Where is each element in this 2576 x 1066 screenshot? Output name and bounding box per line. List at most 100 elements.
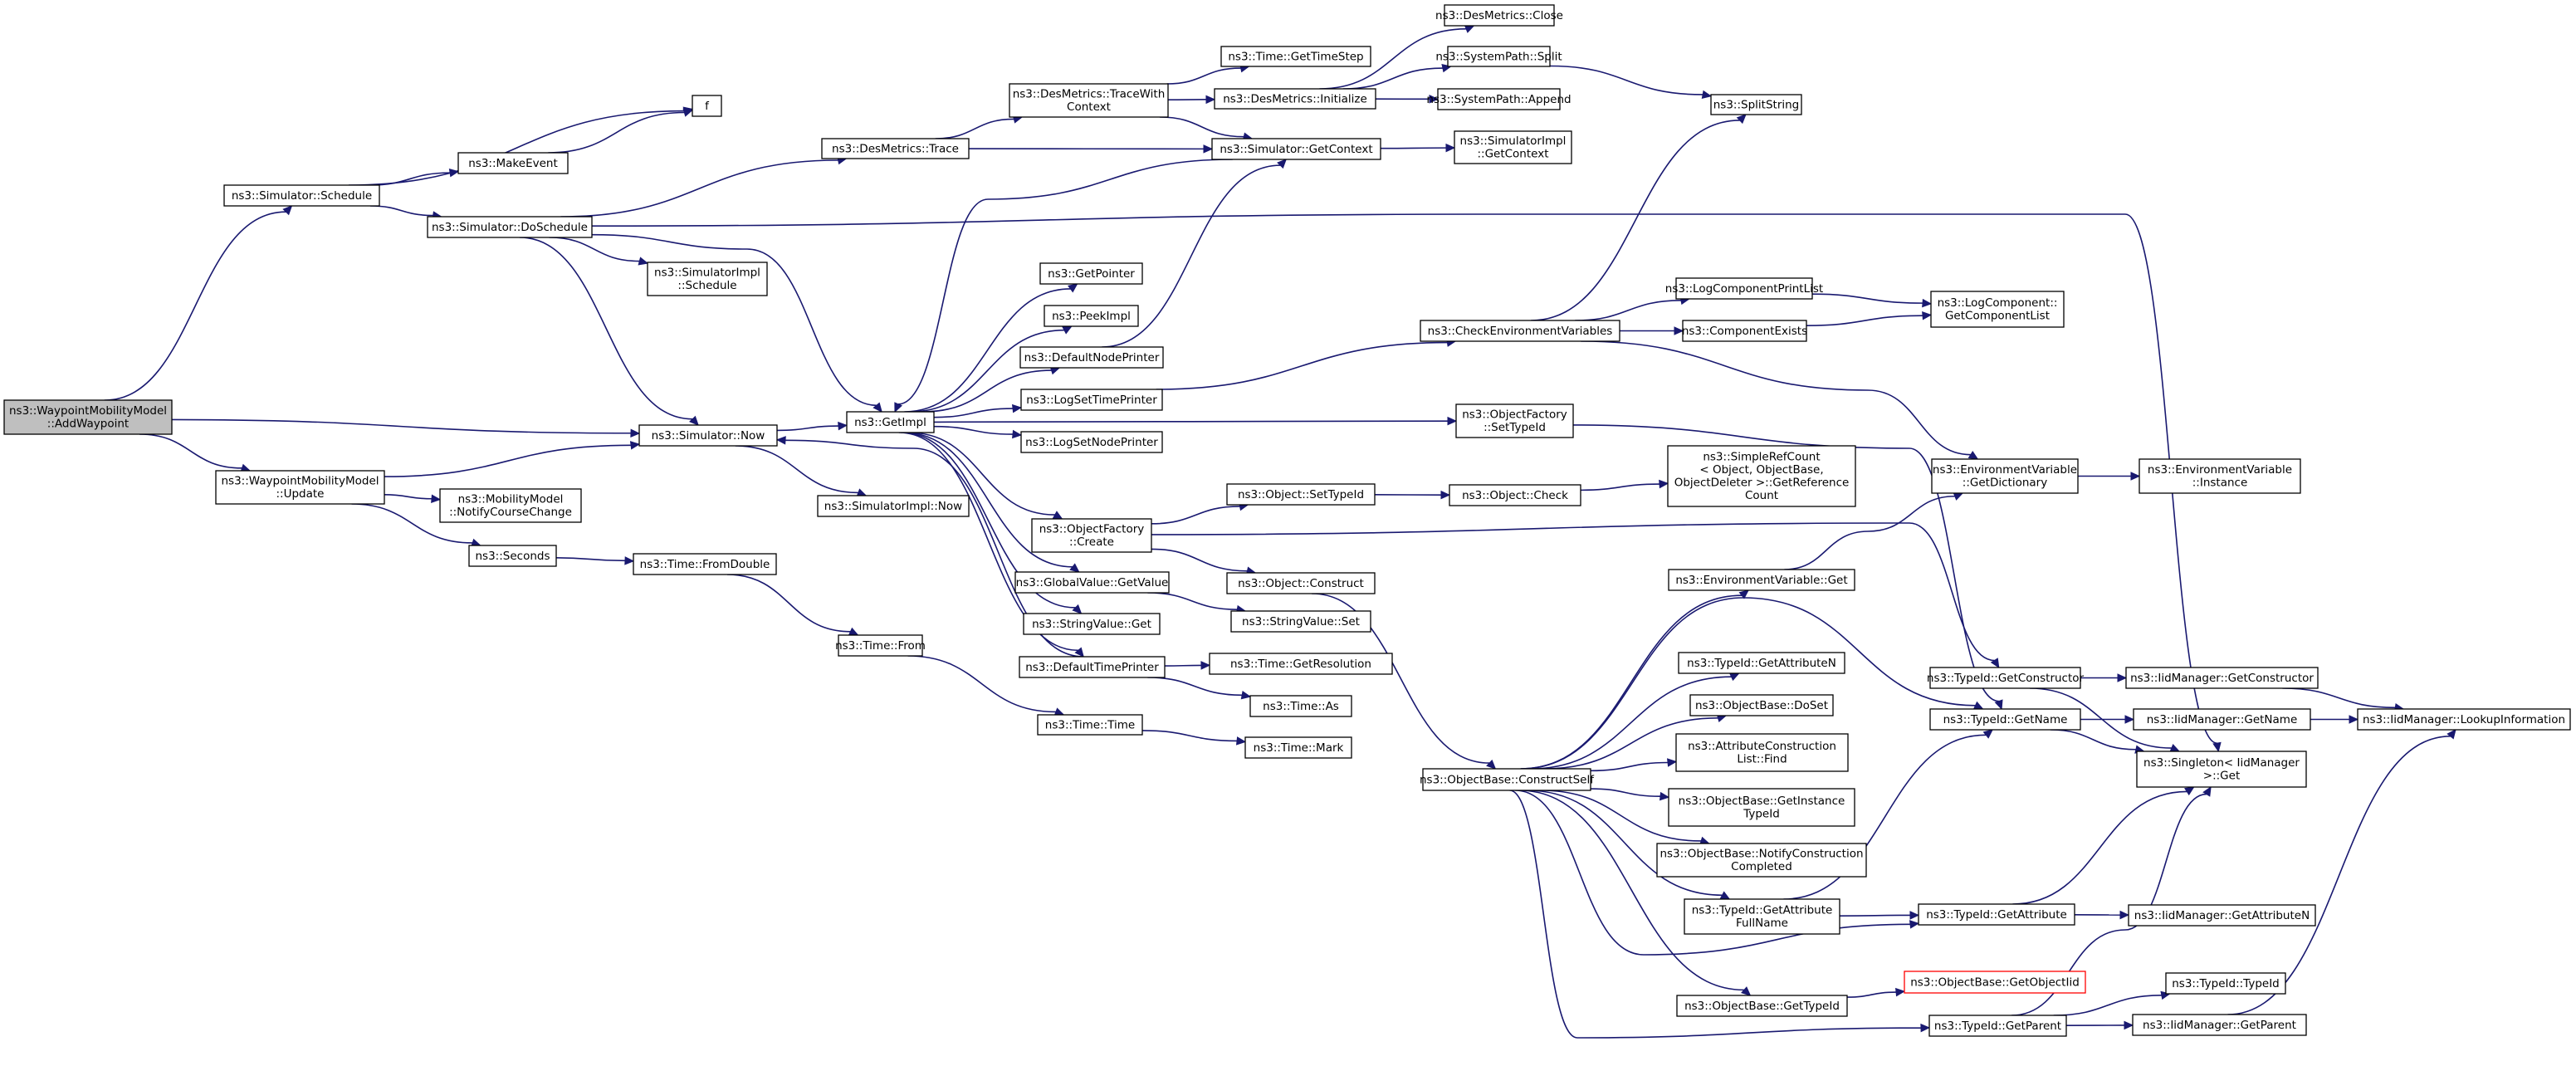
node-update[interactable]: ns3::WaypointMobilityModel::Update [215,470,385,505]
node-timetime[interactable]: ns3::Time::Time [1037,714,1143,736]
node-objconstruct[interactable]: ns3::Object::Construct [1226,572,1376,594]
edge-arrowhead [894,402,903,413]
node-compexists[interactable]: ns3::ComponentExists [1682,320,1807,342]
node-box [647,262,768,296]
node-makeevent[interactable]: ns3::MakeEvent [457,152,569,174]
node-gettimestep[interactable]: ns3::Time::GetTimeStep [1220,46,1371,67]
node-iidgetctor[interactable]: ns3::IidManager::GetConstructor [2125,667,2319,689]
edge-arrowhead [630,428,641,438]
node-iidgetattrn[interactable]: ns3::IidManager::GetAttributeN [2128,904,2316,927]
node-label: ns3::ObjectBase::GetTypeId [1684,1000,1840,1013]
node-fromdouble[interactable]: ns3::Time::FromDouble [633,553,777,575]
node-label: ns3::Time::Time [1045,718,1135,731]
node-defaultnodeprinter[interactable]: ns3::DefaultNodePrinter [1019,346,1164,369]
node-simimplschedule[interactable]: ns3::SimulatorImpl::Schedule [647,262,768,296]
node-label: ns3::GetPointer [1048,267,1135,281]
node-timeas[interactable]: ns3::Time::As [1249,695,1352,717]
edge-line [1509,790,1922,1039]
node-syssplit[interactable]: ns3::SystemPath::Split [1435,46,1562,67]
node-typeidgetparent[interactable]: ns3::TypeId::GetParent [1928,1015,2067,1037]
node-getimpl[interactable]: ns3::GetImpl [846,411,935,433]
edge-arrowhead [873,402,882,413]
node-objbasedoset[interactable]: ns3::ObjectBase::DoSet [1689,694,1834,716]
node-simplerefcount[interactable]: ns3::SimpleRefCount< Object, ObjectBase,… [1667,445,1856,507]
node-box [1014,571,1170,594]
node-logcompprintlist[interactable]: ns3::LogComponentPrintList [1665,277,1823,300]
edge-getimpl-to-getpointer [904,283,1078,413]
node-objcheck[interactable]: ns3::Object::Check [1449,484,1581,506]
node-label: ns3::GlobalValue::GetValue [1016,576,1169,589]
node-iidlookup[interactable]: ns3::IidManager::LookupInformation [2357,708,2571,731]
node-iidgetname[interactable]: ns3::IidManager::GetName [2133,708,2311,731]
node-singletonget[interactable]: ns3::Singleton< IidManager>::Get [2136,751,2307,788]
edge-line [1164,664,1202,667]
node-splitstring[interactable]: ns3::SplitString [1710,94,1802,115]
node-simnow[interactable]: ns3::Simulator::Now [638,424,778,447]
edge-line [591,233,877,407]
node-typeidgetattrn[interactable]: ns3::TypeId::GetAttributeN [1678,652,1845,674]
node-simgetcontext[interactable]: ns3::Simulator::GetContext [1211,138,1381,160]
edge-arrowhead [2212,741,2222,753]
node-objbasegetobjectiid[interactable]: ns3::ObjectBase::GetObjectIid [1904,971,2086,994]
edge-line [2227,736,2451,1015]
edge-constructself-to-typeidgetparent [1509,790,1931,1039]
node-getpointer[interactable]: ns3::GetPointer [1039,262,1143,285]
node-desclose[interactable]: ns3::DesMetrics::Close [1435,4,1563,27]
node-typeidgetname[interactable]: ns3::TypeId::GetName [1929,708,2081,731]
node-objbasegettypeid[interactable]: ns3::ObjectBase::GetTypeId [1676,995,1848,1017]
node-seconds[interactable]: ns3::Seconds [468,545,557,567]
node-sysappend[interactable]: ns3::SystemPath::Append [1426,88,1572,110]
node-desinit[interactable]: ns3::DesMetrics::Initialize [1214,88,1376,110]
node-doschedule[interactable]: ns3::Simulator::DoSchedule [427,216,593,238]
node-label: ns3::LogComponent:: [1938,296,2058,310]
node-objbasenotify[interactable]: ns3::ObjectBase::NotifyConstructionCompl… [1656,843,1867,878]
edge-doschedule-to-destrace [560,155,848,218]
node-schedule[interactable]: ns3::Simulator::Schedule [223,184,380,207]
edge-line [922,369,1052,413]
edge-line [351,503,473,544]
node-peekimpl[interactable]: ns3::PeekImpl [1044,305,1139,327]
node-notifycourse[interactable]: ns3::MobilityModel::NotifyCourseChange [439,488,582,523]
node-timemark[interactable]: ns3::Time::Mark [1244,736,1352,759]
node-objfactsettypeid[interactable]: ns3::ObjectFactory::SetTypeId [1455,403,1574,438]
node-stringvalueset[interactable]: ns3::StringValue::Set [1230,610,1371,633]
node-globalvalueget[interactable]: ns3::GlobalValue::GetValue [1014,571,1170,594]
node-simimplnow[interactable]: ns3::SimulatorImpl::Now [817,495,970,517]
node-iidgetparent[interactable]: ns3::IidManager::GetParent [2132,1014,2307,1036]
node-label: ::Create [1069,535,1114,549]
node-envget[interactable]: ns3::EnvironmentVariable::Get [1668,569,1855,591]
node-simimplgetcontext[interactable]: ns3::SimulatorImpl::GetContext [1454,130,1572,164]
node-defaulttimeprinter[interactable]: ns3::DefaultTimePrinter [1019,656,1166,678]
node-timefrom[interactable]: ns3::Time::From [835,634,926,657]
node-objfactcreate[interactable]: ns3::ObjectFactory::Create [1031,518,1152,553]
node-objsettypeid[interactable]: ns3::Object::SetTypeId [1226,483,1376,506]
node-logsetnodeprinter[interactable]: ns3::LogSetNodePrinter [1020,431,1163,453]
edge-line [935,118,1014,139]
node-logcompgetlist[interactable]: ns3::LogComponent::GetComponentList [1930,291,2065,328]
node-destrace[interactable]: ns3::DesMetrics::Trace [821,138,970,159]
edge-timetime-to-timemark [1141,730,1247,746]
node-envgetdict[interactable]: ns3::EnvironmentVariable::GetDictionary [1931,458,2079,494]
node-getresolution[interactable]: ns3::Time::GetResolution [1209,653,1393,675]
edge-line [2012,790,2187,905]
node-checkenv[interactable]: ns3::CheckEnvironmentVariables [1420,320,1620,342]
node-addwaypoint[interactable]: ns3::WaypointMobilityModel::AddWaypoint [3,399,173,435]
edge-seconds-to-fromdouble [555,556,635,565]
node-box [1220,46,1371,67]
node-constructself[interactable]: ns3::ObjectBase::ConstructSelf [1420,768,1595,791]
node-envinstance[interactable]: ns3::EnvironmentVariable::Instance [2139,458,2301,494]
node-typeidtypeid[interactable]: ns3::TypeId::TypeId [2165,972,2286,995]
node-label: ns3::Time::FromDouble [640,558,770,571]
node-logsettimeprinter[interactable]: ns3::LogSetTimePrinter [1020,389,1163,411]
node-typeidgetctor[interactable]: ns3::TypeId::GetConstructor [1927,667,2085,689]
node-label: ns3::SimulatorImpl [654,266,760,280]
node-f[interactable]: f [692,95,722,117]
node-typeidgetattr[interactable]: ns3::TypeId::GetAttribute [1918,903,2075,926]
edge-constructself-to-objbasenotify [1541,790,1710,845]
edge-constructself-to-objbasegetinsttid [1590,788,1670,801]
node-stringvalueget[interactable]: ns3::StringValue::Get [1023,613,1161,635]
